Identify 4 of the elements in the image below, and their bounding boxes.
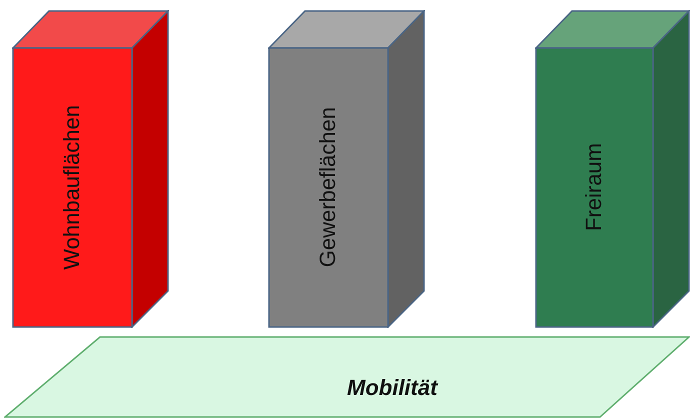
pillar-label: Freiraum [583, 143, 605, 232]
pillar-label: Gewerbeflächen [317, 107, 339, 268]
pillar-label: Wohnbauflächen [61, 105, 83, 270]
platform-label: Mobilität [347, 377, 438, 399]
